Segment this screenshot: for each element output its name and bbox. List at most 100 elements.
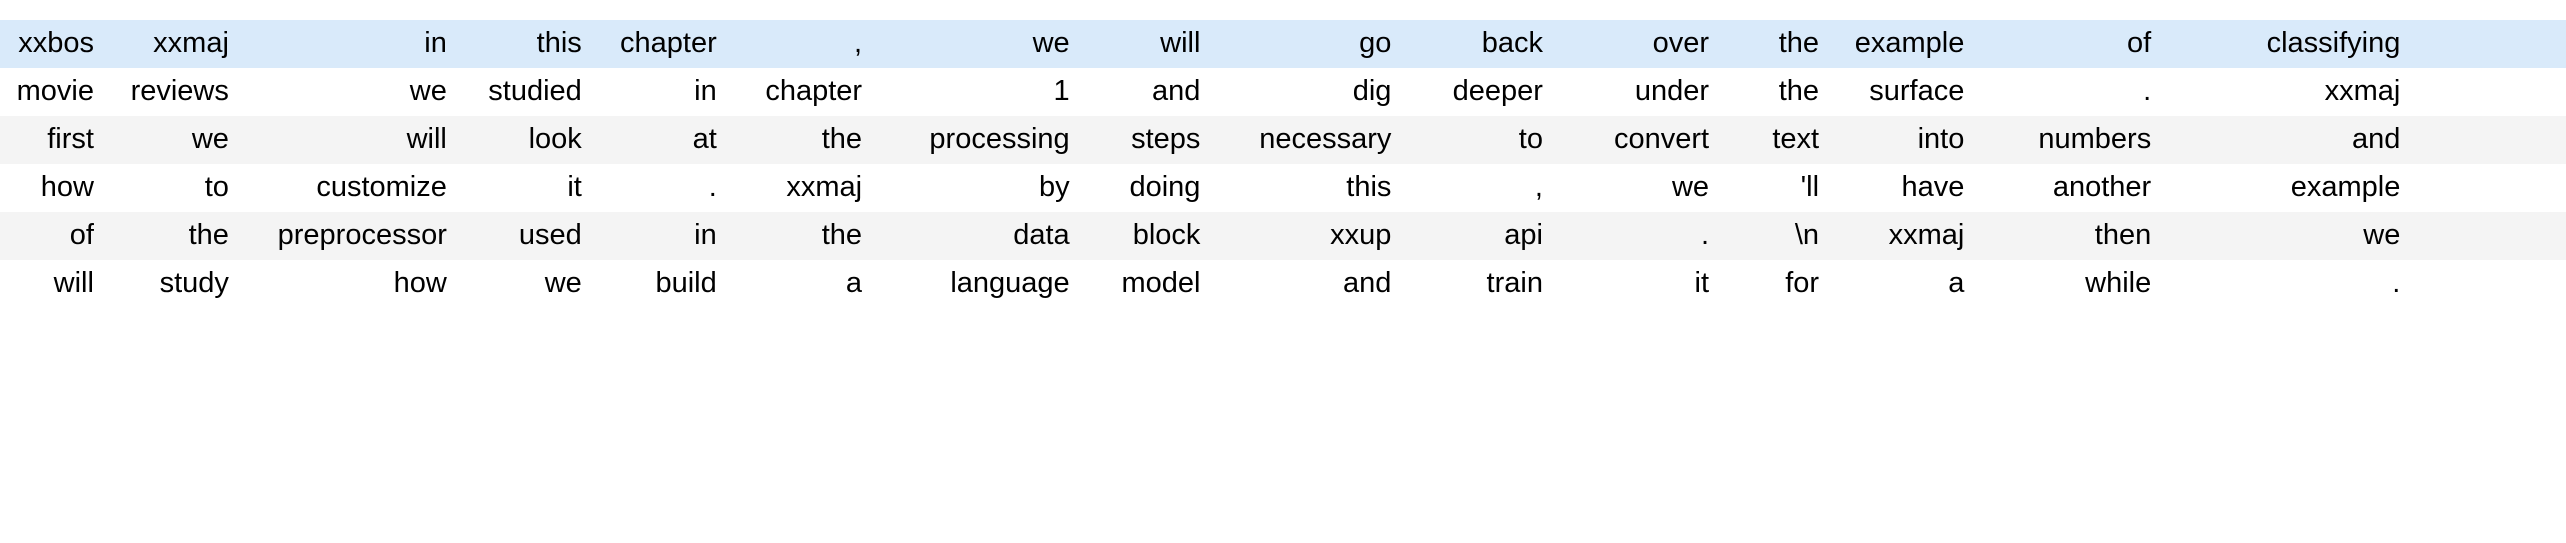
token-cell: language [876,260,1084,308]
token-cell: surface [1833,68,1979,116]
token-cell: go [1214,20,1406,68]
token-cell: chapter [730,68,877,116]
token-cell: steps [1083,116,1215,164]
token-cell: of [0,212,108,260]
token-cell: into [1833,116,1979,164]
token-cell: will [242,116,461,164]
token-cell: preprocessor [242,212,461,260]
token-cell: we [1556,164,1724,212]
token-cell: the [730,116,877,164]
token-cell: the [730,212,877,260]
token-cell: , [730,20,877,68]
token-cell: xxmaj [1833,212,1979,260]
token-cell: to [1405,116,1557,164]
token-cell: train [1405,260,1557,308]
token-cell: a [730,260,877,308]
token-cell: processing [876,116,1084,164]
token-cell: example [2165,164,2415,212]
token-cell: study [107,260,243,308]
token-cell: . [595,164,731,212]
token-cell: xxup [1214,212,1406,260]
token-cell: text [1723,116,1834,164]
token-cell [2414,260,2566,308]
token-cell: another [1978,164,2166,212]
token-cell: customize [242,164,461,212]
token-cell: . [1556,212,1724,260]
token-cell [2414,116,2566,164]
token-cell: this [1214,164,1406,212]
token-cell: then [1978,212,2166,260]
token-cell: block [1083,212,1215,260]
token-cell: deeper [1405,68,1557,116]
token-cell: doing [1083,164,1215,212]
token-cell: look [460,116,596,164]
token-cell: for [1723,260,1834,308]
token-cell: , [1405,164,1557,212]
token-cell: of [1978,20,2166,68]
token-cell: \n [1723,212,1834,260]
token-cell: to [107,164,243,212]
token-cell: and [1214,260,1406,308]
token-cell: . [2165,260,2415,308]
token-cell: in [242,20,461,68]
token-cell: data [876,212,1084,260]
token-cell [2414,20,2566,68]
token-cell: convert [1556,116,1724,164]
token-cell: used [460,212,596,260]
token-cell: we [107,116,243,164]
token-cell: we [460,260,596,308]
token-cell: by [876,164,1084,212]
token-cell: xxbos [0,20,108,68]
token-cell [2414,164,2566,212]
token-cell: we [876,20,1084,68]
token-cell [2414,68,2566,116]
token-cell: while [1978,260,2166,308]
token-cell: classifying [2165,20,2415,68]
token-cell: xxmaj [2165,68,2415,116]
token-cell: have [1833,164,1979,212]
token-cell: in [595,212,731,260]
token-cell: we [242,68,461,116]
token-cell: how [0,164,108,212]
token-cell: 1 [876,68,1084,116]
token-cell: necessary [1214,116,1406,164]
token-cell: back [1405,20,1557,68]
token-cell: 'll [1723,164,1834,212]
token-cell: at [595,116,731,164]
token-cell: this [460,20,596,68]
token-cell: we [2165,212,2415,260]
token-cell: xxmaj [730,164,877,212]
token-cell: and [2165,116,2415,164]
token-cell: how [242,260,461,308]
token-cell: numbers [1978,116,2166,164]
token-cell: a [1833,260,1979,308]
token-cell: will [1083,20,1215,68]
token-cell: the [1723,20,1834,68]
token-cell: build [595,260,731,308]
token-cell: model [1083,260,1215,308]
token-cell: it [1556,260,1724,308]
token-cell: movie [0,68,108,116]
token-cell: . [1978,68,2166,116]
token-cell: chapter [595,20,731,68]
token-cell: api [1405,212,1557,260]
token-cell: will [0,260,108,308]
token-cell: reviews [107,68,243,116]
token-cell: over [1556,20,1724,68]
token-cell: first [0,116,108,164]
token-cell [2414,212,2566,260]
token-cell: example [1833,20,1979,68]
token-cell: under [1556,68,1724,116]
token-cell: it [460,164,596,212]
token-cell: xxmaj [107,20,243,68]
token-cell: in [595,68,731,116]
